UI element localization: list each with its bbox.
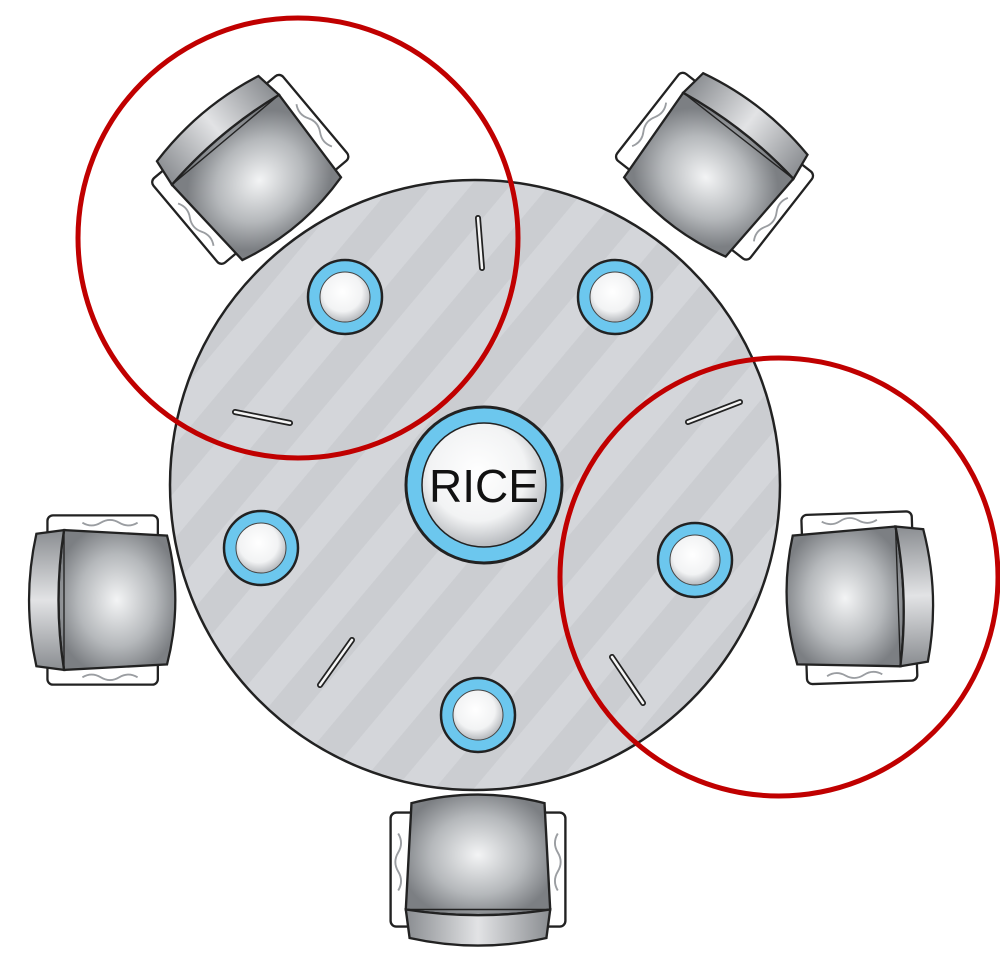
plate-1 [306,258,384,336]
chair-5 [389,793,567,947]
rice-label: RICE [429,460,539,512]
plate-2 [576,258,654,336]
rice-bowl: RICE [404,405,564,565]
chopsticks [232,215,743,706]
plate-4 [656,521,734,599]
chopstick-2-highlight [233,410,292,425]
chair-4 [782,509,938,687]
highlight-circle-right [557,355,1000,799]
chopstick-4-highlight [318,638,354,687]
plates [222,258,734,754]
chopstick-3-highlight [686,400,742,424]
plate-5 [439,676,517,754]
chair-3 [27,514,177,686]
chopstick-1-highlight [476,216,484,270]
highlight-circle-top-left [75,15,521,461]
chopstick-5-highlight [610,655,645,705]
plate-3 [222,509,300,587]
